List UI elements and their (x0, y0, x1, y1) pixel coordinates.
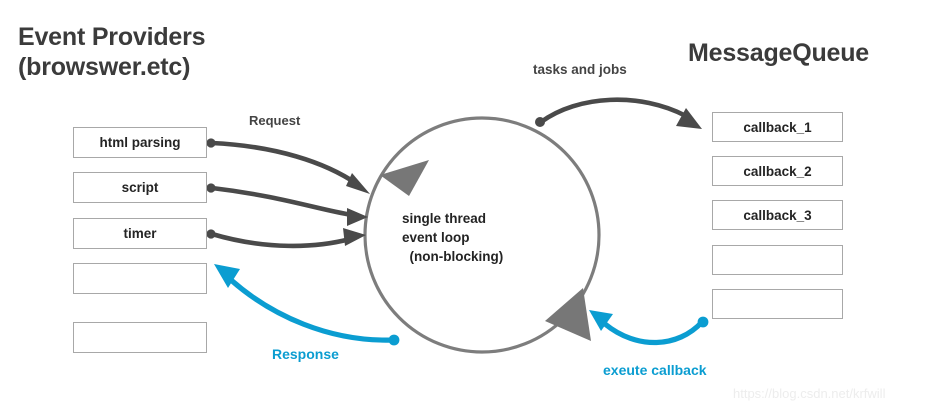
message-queue-box-3[interactable]: callback_3 (712, 200, 843, 230)
tasks-and-jobs-arrow-group (535, 97, 702, 129)
execute-callback-arrow-head (589, 310, 613, 331)
response-arrow-path (228, 277, 396, 343)
tasks-jobs-arrow-head (676, 108, 702, 129)
event-providers-title-line1: Event Providers (18, 23, 206, 51)
tasks-and-jobs-label: tasks and jobs (533, 62, 627, 77)
event-loop-label: single thread event loop (non-blocking) (402, 209, 567, 266)
event-providers-title: Event Providers(browswer.etc) (18, 22, 206, 82)
response-label: Response (272, 346, 339, 362)
event-loop-label-line2: event loop (402, 230, 470, 245)
request-arrow-1-path (209, 140, 360, 187)
message-queue-box-2[interactable]: callback_2 (712, 156, 843, 186)
execute-callback-label: exeute callback (603, 362, 707, 378)
event-provider-box-1-label: html parsing (99, 135, 181, 150)
response-arrow-head (214, 264, 240, 288)
event-loop-arrowhead-bottom (545, 288, 591, 341)
event-provider-box-1[interactable]: html parsing (73, 127, 207, 158)
execute-callback-arrow-path (602, 319, 705, 346)
message-queue-box-3-label: callback_3 (743, 207, 812, 223)
request-arrow-2-head (347, 208, 368, 226)
execute-callback-arrow-group (589, 310, 709, 346)
message-queue-box-4[interactable] (712, 245, 843, 275)
request-arrow-1-head (346, 173, 370, 194)
event-provider-box-4[interactable] (73, 263, 207, 294)
response-arrow-group (214, 264, 400, 346)
request-arrow-3-head (343, 228, 366, 246)
event-provider-box-2-label: script (121, 180, 159, 195)
request-label: Request (249, 113, 301, 128)
message-queue-box-2-label: callback_2 (743, 163, 812, 179)
event-provider-box-2[interactable]: script (73, 172, 207, 203)
event-loop-label-line3: (non-blocking) (402, 249, 504, 264)
message-queue-box-5[interactable] (712, 289, 843, 319)
request-arrow-2-path (209, 185, 355, 218)
message-queue-title: MessageQueue (688, 39, 870, 67)
request-arrow-group (206, 138, 370, 249)
event-loop-label-line1: single thread (402, 211, 487, 226)
request-arrow-3-path (209, 231, 353, 249)
event-provider-box-3[interactable]: timer (73, 218, 207, 249)
event-providers-title-line2: (browswer.etc) (18, 53, 191, 81)
watermark-text: https://blog.csdn.net/krfwill (733, 386, 886, 401)
tasks-jobs-arrow-path (538, 97, 689, 125)
event-provider-box-5[interactable] (73, 322, 207, 353)
event-loop-arrowhead-top (380, 160, 429, 196)
message-queue-box-1-label: callback_1 (743, 119, 812, 135)
event-provider-box-3-label: timer (123, 226, 157, 241)
message-queue-box-1[interactable]: callback_1 (712, 112, 843, 142)
